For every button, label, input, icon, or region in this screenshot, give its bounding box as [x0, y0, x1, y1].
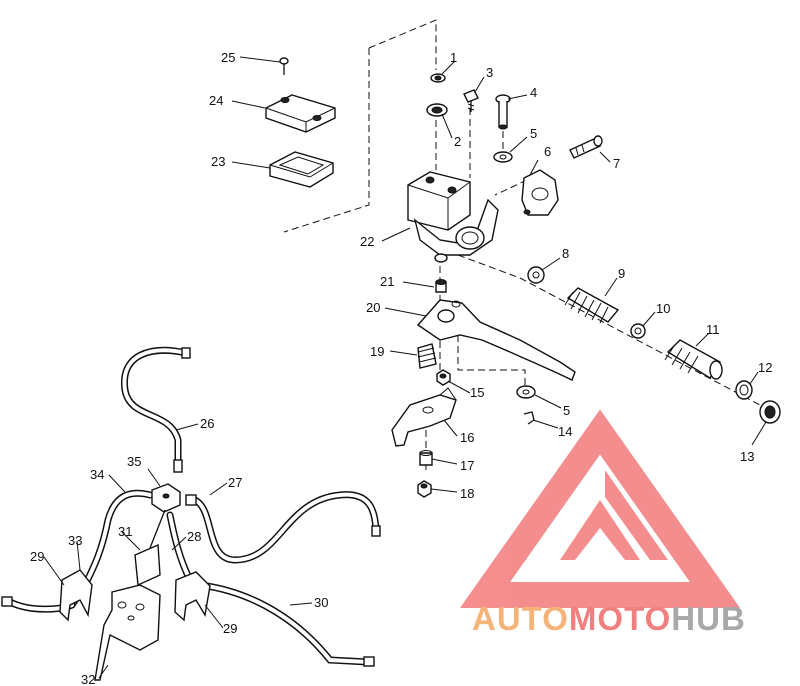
bracket-32: [94, 584, 161, 681]
callout-13: 13: [740, 449, 754, 464]
callout-29-right: 29: [223, 621, 237, 636]
bushing-17: [419, 450, 433, 466]
boot-13: [759, 400, 781, 424]
cover-screw: [279, 57, 289, 75]
washer-10: [630, 323, 646, 339]
callout-9: 9: [618, 266, 625, 281]
clip-14: [523, 411, 535, 425]
screw-3: [463, 89, 479, 112]
callout-23: 23: [211, 154, 225, 169]
bracket-16: [391, 387, 457, 447]
logo-hub: HUB: [671, 600, 746, 637]
callout-leaders: [43, 56, 767, 679]
callout-35: 35: [127, 454, 141, 469]
callout-30: 30: [314, 595, 328, 610]
nut-15: [436, 369, 451, 386]
diaphragm: [269, 151, 334, 188]
clamp-29-right: [174, 571, 211, 622]
callout-14: 14: [558, 424, 572, 439]
washer-under-body: [434, 253, 448, 263]
callout-22: 22: [360, 234, 374, 249]
logo-mark: [459, 409, 741, 608]
callout-17: 17: [460, 458, 474, 473]
callout-3: 3: [486, 65, 493, 80]
washer-5-top: [493, 151, 513, 163]
logo-auto: AUTO: [472, 600, 569, 637]
washer-2: [426, 103, 448, 117]
callout-25: 25: [221, 50, 235, 65]
hose-27: [185, 491, 381, 564]
clamp-33: [59, 569, 93, 622]
callout-10: 10: [656, 301, 670, 316]
callout-5-lower: 5: [563, 403, 570, 418]
callout-24: 24: [209, 93, 223, 108]
callout-31: 31: [118, 524, 132, 539]
callout-34: 34: [90, 467, 104, 482]
callout-labels: 1 2 3 4 5 5 6 7 8 9 10 11 12 13 14 15 16…: [30, 50, 772, 686]
hose-30: [196, 581, 375, 667]
washer-1: [430, 73, 446, 83]
callout-29-left: 29: [30, 549, 44, 564]
callout-11: 11: [706, 322, 720, 337]
callout-27: 27: [228, 475, 242, 490]
callout-1: 1: [450, 50, 457, 65]
callout-28: 28: [187, 529, 201, 544]
washer-8: [527, 266, 545, 284]
washer-5-lower: [516, 385, 536, 399]
callout-16: 16: [460, 430, 474, 445]
callout-20: 20: [366, 300, 380, 315]
callout-4: 4: [530, 85, 537, 100]
callout-6: 6: [544, 144, 551, 159]
circlip-12: [735, 380, 753, 400]
callout-12: 12: [758, 360, 772, 375]
logo-wordmark: AUTOMOTOHUB: [472, 600, 746, 638]
hose-26: [120, 346, 191, 473]
callout-32: 32: [81, 672, 95, 686]
hose-28: [166, 511, 194, 584]
callout-8: 8: [562, 246, 569, 261]
bracket-6: [521, 169, 559, 216]
bolt-7: [569, 135, 603, 159]
bolt-18: [417, 480, 432, 498]
lever-20: [416, 299, 576, 381]
junction-35: [151, 483, 181, 513]
logo-moto: MOTO: [568, 600, 672, 637]
callout-7: 7: [613, 156, 620, 171]
callout-15: 15: [470, 385, 484, 400]
spring-9: [564, 287, 620, 324]
callout-19: 19: [370, 344, 384, 359]
bracket-31: [134, 509, 166, 587]
pin-4: [495, 94, 511, 130]
hose-34: [68, 489, 154, 609]
callout-33: 33: [68, 533, 82, 548]
callout-26: 26: [200, 416, 214, 431]
master-cylinder: [407, 171, 499, 256]
spring-19: [417, 343, 437, 369]
callout-2: 2: [454, 134, 461, 149]
reservoir-cover: [265, 94, 336, 133]
callout-18: 18: [460, 486, 474, 501]
callout-5-top: 5: [530, 126, 537, 141]
bushing-21: [435, 279, 447, 293]
callout-21: 21: [380, 274, 394, 289]
piston-11: [664, 339, 723, 380]
leader-lines: [283, 19, 761, 470]
